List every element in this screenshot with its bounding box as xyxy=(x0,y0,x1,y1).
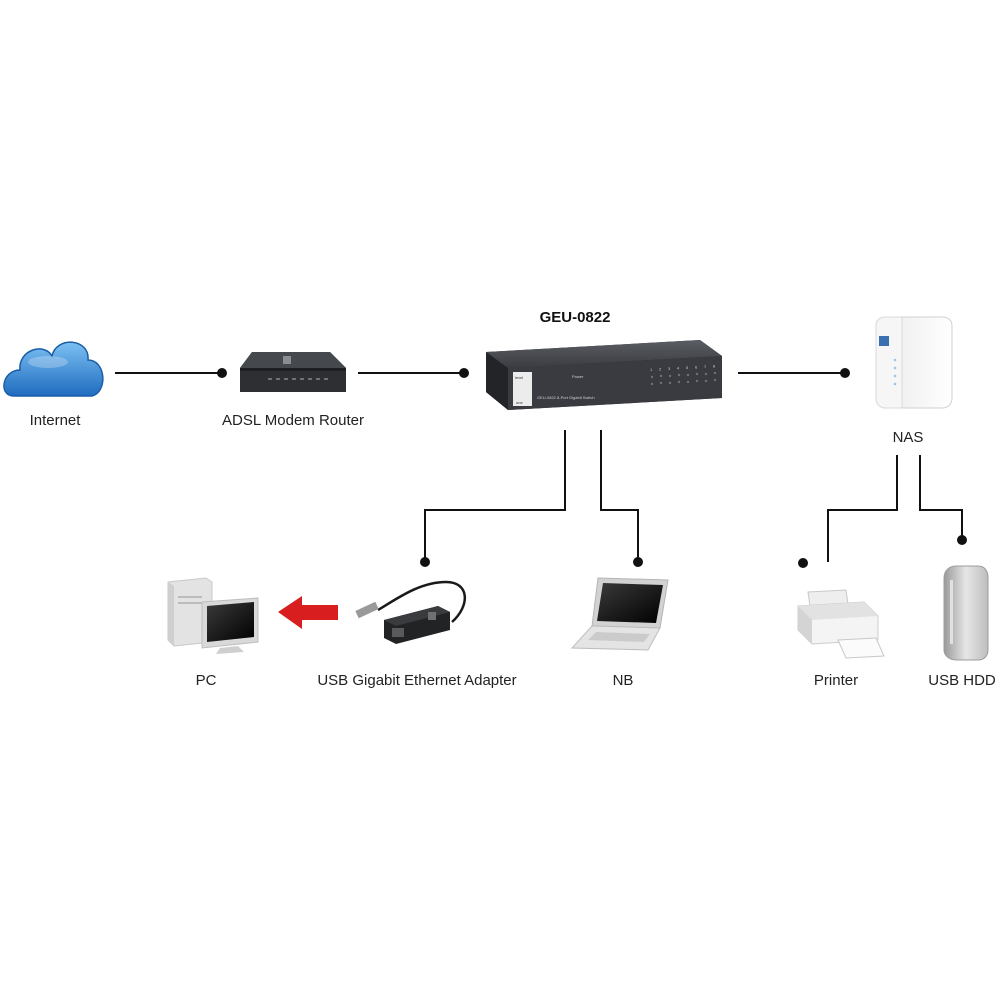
wire-nas-printer xyxy=(827,455,898,562)
adsl-router-icon xyxy=(240,352,346,392)
switch-port-number: 5 xyxy=(686,365,689,370)
svg-text:level: level xyxy=(515,375,523,380)
connector-dot xyxy=(957,535,967,545)
connector-dot xyxy=(459,368,469,378)
svg-text:one: one xyxy=(516,400,523,405)
internet-label: Internet xyxy=(30,412,82,429)
red-arrow-icon xyxy=(278,596,338,629)
connector-dot xyxy=(633,557,643,567)
usb-hdd-icon xyxy=(943,565,989,661)
internet-cloud-icon xyxy=(3,341,104,397)
printer-icon xyxy=(797,589,885,659)
nas-icon xyxy=(875,316,953,409)
connector-dot xyxy=(420,557,430,567)
svg-text:GEU-0822 8-Port Gigabit Switch: GEU-0822 8-Port Gigabit Switch xyxy=(537,395,595,400)
usb-hdd-label: USB HDD xyxy=(928,672,996,689)
brand-logo-icon xyxy=(513,372,532,406)
switch-port-number: 2 xyxy=(659,367,662,372)
switch-title: GEU-0822 xyxy=(540,309,611,326)
wire-switch-usb-adapter xyxy=(424,430,566,562)
switch-port-number: 1 xyxy=(650,367,653,372)
connector-dot xyxy=(798,558,808,568)
connector-dot xyxy=(840,368,850,378)
usb-adapter-label: USB Gigabit Ethernet Adapter xyxy=(317,672,516,689)
wire-switch-nb xyxy=(600,430,639,562)
connection-lines xyxy=(115,368,967,568)
usb-adapter-icon xyxy=(355,580,467,644)
switch-icon: level one Power GEU-0822 8-Port Gigabit … xyxy=(486,340,722,410)
nas-label: NAS xyxy=(893,429,924,446)
svg-text:Power: Power xyxy=(572,374,584,379)
port-leds xyxy=(650,371,717,386)
notebook-icon xyxy=(570,577,669,651)
switch-port-number: 4 xyxy=(677,366,680,371)
adsl-label: ADSL Modem Router xyxy=(222,412,364,429)
switch-port-number: 3 xyxy=(668,366,671,371)
wire-nas-usb-hdd xyxy=(919,455,963,540)
switch-port-number: 6 xyxy=(695,365,698,370)
nb-label: NB xyxy=(613,672,634,689)
connector-dot xyxy=(217,368,227,378)
switch-port-number: 8 xyxy=(713,364,716,369)
switch-port-number: 7 xyxy=(704,364,707,369)
printer-label: Printer xyxy=(814,672,858,689)
pc-label: PC xyxy=(196,672,217,689)
pc-icon xyxy=(167,577,259,654)
